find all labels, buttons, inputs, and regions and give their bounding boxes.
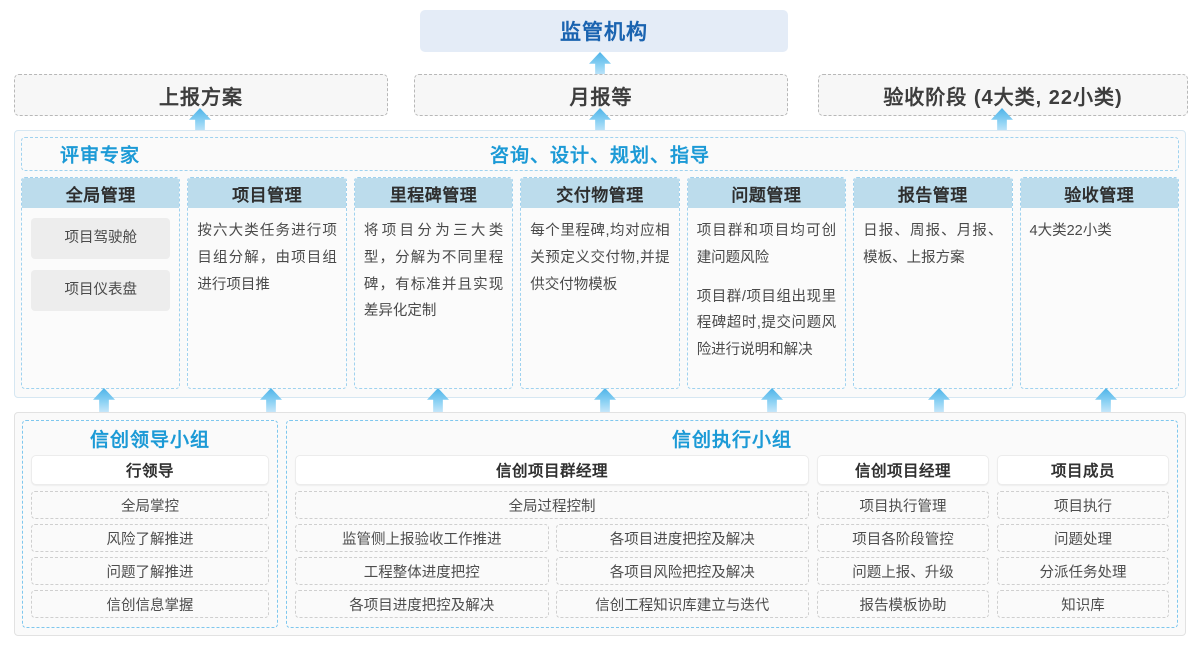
project-manager-item[interactable]: 项目执行管理 bbox=[817, 491, 989, 519]
capability-column: 里程碑管理将项目分为三大类型，分解为不同里程碑，有标准并且实现差异化定制 bbox=[353, 177, 514, 389]
topbox-label-2: 验收阶段 (4大类, 22小类) bbox=[883, 86, 1123, 109]
subcolumn-bank-leader: 行领导 全局掌控风险了解推进问题了解推进信创信息掌握 bbox=[31, 455, 269, 618]
capability-paragraph: 将项目分为三大类型，分解为不同里程碑，有标准并且实现差异化定制 bbox=[363, 223, 504, 320]
capability-paragraph: 日报、周报、月报、模板、上报方案 bbox=[863, 223, 1003, 266]
topbox-label-0: 上报方案 bbox=[159, 86, 243, 109]
group-execution-title: 信创执行小组 bbox=[671, 430, 792, 451]
subcolumn-header-project-member: 项目成员 bbox=[997, 455, 1169, 485]
program-manager-item[interactable]: 监管侧上报验收工作推进 bbox=[295, 524, 549, 552]
capability-column-body: 将项目分为三大类型，分解为不同里程碑，有标准并且实现差异化定制 bbox=[355, 208, 512, 331]
capability-column: 验收管理 4大类22小类 bbox=[1019, 177, 1179, 389]
program-manager-item[interactable]: 工程整体进度把控 bbox=[295, 557, 549, 585]
capability-column: 交付物管理每个里程碑,均对应相关预定义交付物,并提供交付物模板 bbox=[520, 177, 680, 389]
capability-column-body: 项目群和项目均可创建问题风险项目群/项目组出现里程碑超时,提交问题风险进行说明和… bbox=[688, 208, 845, 370]
organization-band: 信创领导小组 行领导 全局掌控风险了解推进问题了解推进信创信息掌握 信创执行小组… bbox=[14, 412, 1186, 636]
capability-column-header: 交付物管理 bbox=[521, 178, 679, 208]
capability-paragraph: 按六大类任务进行项目组分解，由项目组进行项目推 bbox=[197, 223, 337, 293]
leader-item[interactable]: 信创信息掌握 bbox=[31, 590, 269, 618]
role-label-review-expert: 评审专家 bbox=[60, 145, 141, 167]
capability-pill[interactable]: 项目仪表盘 bbox=[31, 269, 171, 311]
leader-item[interactable]: 风险了解推进 bbox=[31, 524, 269, 552]
leader-item-list: 全局掌控风险了解推进问题了解推进信创信息掌握 bbox=[31, 491, 269, 618]
regulator-box: 监管机构 bbox=[420, 10, 788, 52]
capability-paragraph: 每个里程碑,均对应相关预定义交付物,并提供交付物模板 bbox=[530, 223, 670, 293]
capability-paragraph: 项目群和项目均可创建问题风险 bbox=[696, 223, 837, 266]
program-manager-item[interactable]: 各项目进度把控及解决 bbox=[295, 590, 549, 618]
project-member-item[interactable]: 知识库 bbox=[997, 590, 1169, 618]
group-execution: 信创执行小组 信创项目群经理 全局过程控制 监管侧上报验收工作推进工程整体进度把… bbox=[286, 420, 1178, 628]
subcolumn-header-bank-leader: 行领导 bbox=[31, 455, 269, 485]
program-manager-left-items: 监管侧上报验收工作推进工程整体进度把控各项目进度把控及解决 bbox=[295, 524, 549, 618]
capability-column-header: 报告管理 bbox=[854, 178, 1012, 208]
subcolumn-program-manager: 信创项目群经理 全局过程控制 监管侧上报验收工作推进工程整体进度把控各项目进度把… bbox=[295, 455, 809, 618]
capability-column-header: 问题管理 bbox=[687, 178, 846, 208]
topbox-label-1: 月报等 bbox=[569, 86, 633, 109]
capability-column-body: 按六大类任务进行项目组分解，由项目组进行项目推 bbox=[188, 208, 345, 304]
capability-column: 报告管理日报、周报、月报、模板、上报方案 bbox=[853, 177, 1013, 389]
program-manager-item[interactable]: 各项目风险把控及解决 bbox=[555, 557, 809, 585]
role-label-consulting: 咨询、设计、规划、指导 bbox=[489, 145, 711, 167]
capability-column-body: 项目驾驶舱项目仪表盘 bbox=[22, 208, 179, 328]
project-member-item[interactable]: 分派任务处理 bbox=[997, 557, 1169, 585]
regulator-label: 监管机构 bbox=[560, 21, 648, 44]
capability-paragraph: 4大类22小类 bbox=[1029, 223, 1112, 239]
capability-column: 项目管理按六大类任务进行项目组分解，由项目组进行项目推 bbox=[187, 177, 347, 389]
project-manager-item[interactable]: 项目各阶段管控 bbox=[817, 524, 989, 552]
execution-subcolumns: 信创项目群经理 全局过程控制 监管侧上报验收工作推进工程整体进度把控各项目进度把… bbox=[295, 455, 1169, 618]
capability-columns: 全局管理项目驾驶舱项目仪表盘项目管理按六大类任务进行项目组分解，由项目组进行项目… bbox=[21, 177, 1179, 389]
capability-column: 问题管理项目群和项目均可创建问题风险项目群/项目组出现里程碑超时,提交问题风险进… bbox=[686, 177, 847, 389]
role-bar: 评审专家 咨询、设计、规划、指导 bbox=[21, 137, 1179, 171]
capability-column-header: 项目管理 bbox=[188, 178, 346, 208]
capability-column-header: 全局管理 bbox=[22, 178, 180, 208]
project-manager-item-list: 项目执行管理项目各阶段管控问题上报、升级报告模板协助 bbox=[817, 491, 989, 618]
program-manager-right-items: 各项目进度把控及解决各项目风险把控及解决信创工程知识库建立与迭代 bbox=[555, 524, 809, 618]
subcolumn-project-member: 项目成员 项目执行问题处理分派任务处理知识库 bbox=[997, 455, 1169, 618]
capability-column-body: 日报、周报、月报、模板、上报方案 bbox=[854, 208, 1011, 278]
subcolumn-header-project-manager: 信创项目经理 bbox=[817, 455, 989, 485]
subcolumn-header-program-manager: 信创项目群经理 bbox=[295, 455, 809, 485]
project-member-item[interactable]: 问题处理 bbox=[997, 524, 1169, 552]
leader-item[interactable]: 问题了解推进 bbox=[31, 557, 269, 585]
project-manager-item[interactable]: 报告模板协助 bbox=[817, 590, 989, 618]
program-manager-grid: 监管侧上报验收工作推进工程整体进度把控各项目进度把控及解决 各项目进度把控及解决… bbox=[295, 524, 809, 618]
project-manager-item[interactable]: 问题上报、升级 bbox=[817, 557, 989, 585]
program-manager-item[interactable]: 各项目进度把控及解决 bbox=[555, 524, 809, 552]
project-member-item[interactable]: 项目执行 bbox=[997, 491, 1169, 519]
program-manager-item[interactable]: 信创工程知识库建立与迭代 bbox=[555, 590, 809, 618]
capability-band: 评审专家 咨询、设计、规划、指导 全局管理项目驾驶舱项目仪表盘项目管理按六大类任… bbox=[14, 130, 1186, 398]
capability-column-body: 每个里程碑,均对应相关预定义交付物,并提供交付物模板 bbox=[521, 208, 678, 304]
leader-item[interactable]: 全局掌控 bbox=[31, 491, 269, 519]
capability-column-body: 4大类22小类 bbox=[1021, 208, 1178, 251]
program-manager-full-item: 全局过程控制 bbox=[295, 491, 809, 519]
capability-paragraph: 项目群/项目组出现里程碑超时,提交问题风险进行说明和解决 bbox=[696, 288, 837, 359]
group-leadership: 信创领导小组 行领导 全局掌控风险了解推进问题了解推进信创信息掌握 bbox=[22, 420, 278, 628]
topbox-monthly-report: 月报等 bbox=[414, 74, 788, 116]
capability-column-header: 验收管理 bbox=[1020, 178, 1178, 208]
project-member-item-list: 项目执行问题处理分派任务处理知识库 bbox=[997, 491, 1169, 618]
subcolumn-project-manager: 信创项目经理 项目执行管理项目各阶段管控问题上报、升级报告模板协助 bbox=[817, 455, 989, 618]
group-leadership-title: 信创领导小组 bbox=[89, 430, 210, 451]
capability-column: 全局管理项目驾驶舱项目仪表盘 bbox=[21, 177, 181, 389]
capability-pill[interactable]: 项目驾驶舱 bbox=[31, 218, 171, 259]
capability-column-header: 里程碑管理 bbox=[354, 178, 513, 208]
